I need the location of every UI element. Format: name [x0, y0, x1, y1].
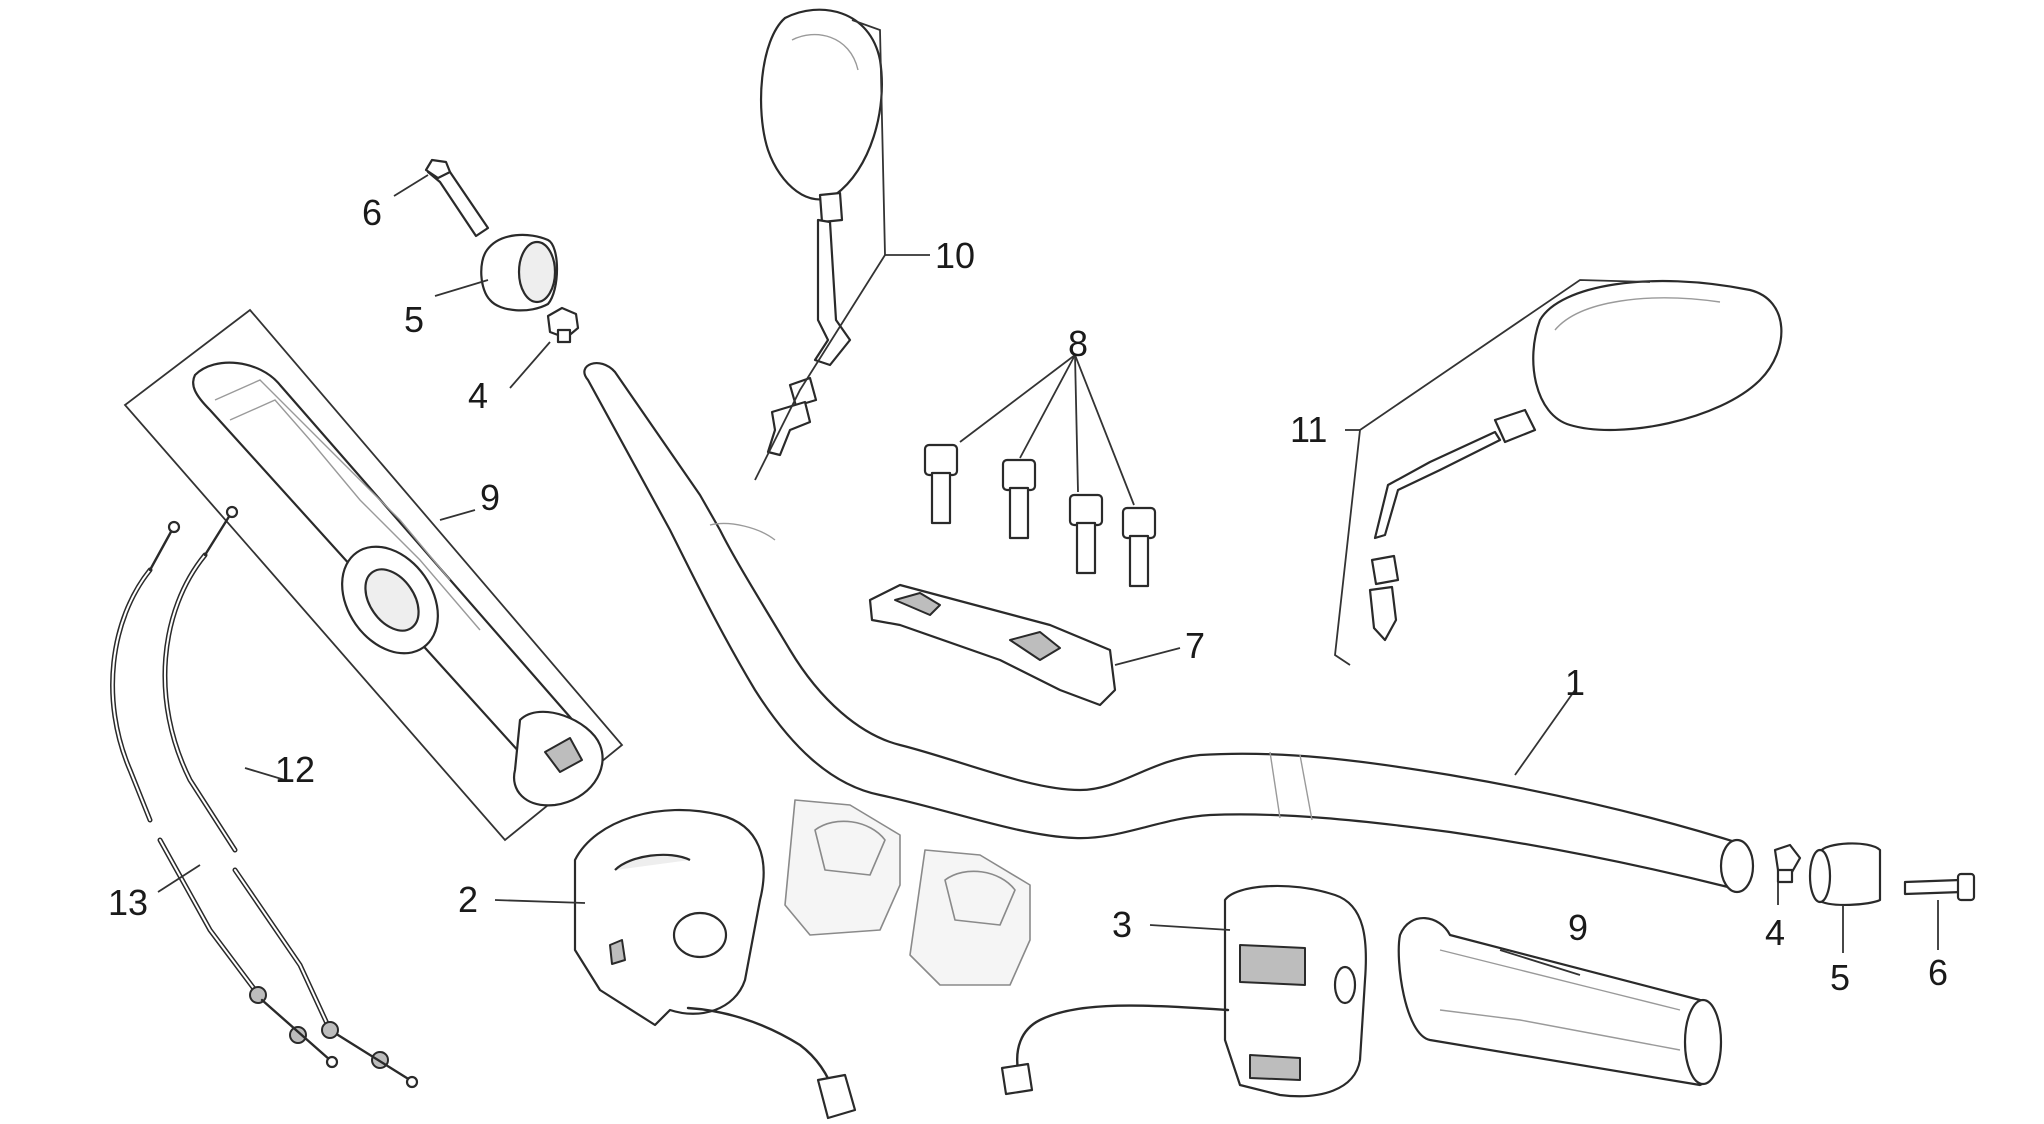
callout-12: 12: [275, 749, 315, 790]
callout-9-left: 9: [480, 477, 500, 518]
callout-6-right: 6: [1928, 952, 1948, 993]
left-switch-housing: [573, 808, 857, 1120]
riser-blocks: [784, 799, 1031, 986]
throttle-cable-open: [162, 505, 419, 1089]
callout-7: 7: [1185, 625, 1205, 666]
callout-5-left: 5: [404, 299, 424, 340]
left-bar-end-weight: [480, 233, 558, 312]
callout-8: 8: [1068, 323, 1088, 364]
handlebar: [583, 362, 1755, 894]
right-mirror: [1368, 279, 1783, 642]
callout-9-right: 9: [1568, 907, 1588, 948]
callout-4-right: 4: [1765, 912, 1785, 953]
right-bar-end-screw: [1903, 872, 1976, 902]
callout-10: 10: [935, 235, 975, 276]
right-grip: [1397, 917, 1723, 1087]
callout-2: 2: [458, 879, 478, 920]
callout-1: 1: [1565, 662, 1585, 703]
left-mirror: [760, 8, 883, 457]
leader-lines: [157, 19, 1939, 976]
callout-3: 3: [1112, 904, 1132, 945]
callout-5-right: 5: [1830, 957, 1850, 998]
left-bar-end-screw: [424, 158, 490, 238]
callout-11: 11: [1290, 409, 1327, 450]
right-bar-end-weight: [1808, 842, 1882, 907]
callout-6-left: 6: [362, 192, 382, 233]
left-grip: [123, 308, 624, 842]
throttle-cable-close: [110, 520, 339, 1069]
right-switch-housing: [1000, 884, 1368, 1098]
riser-screws: [923, 443, 1157, 588]
callout-13: 13: [108, 882, 148, 923]
left-bar-end-nut: [546, 306, 580, 344]
callout-4-left: 4: [468, 375, 488, 416]
top-clamp: [868, 583, 1117, 707]
right-bar-end-nut: [1773, 843, 1802, 884]
